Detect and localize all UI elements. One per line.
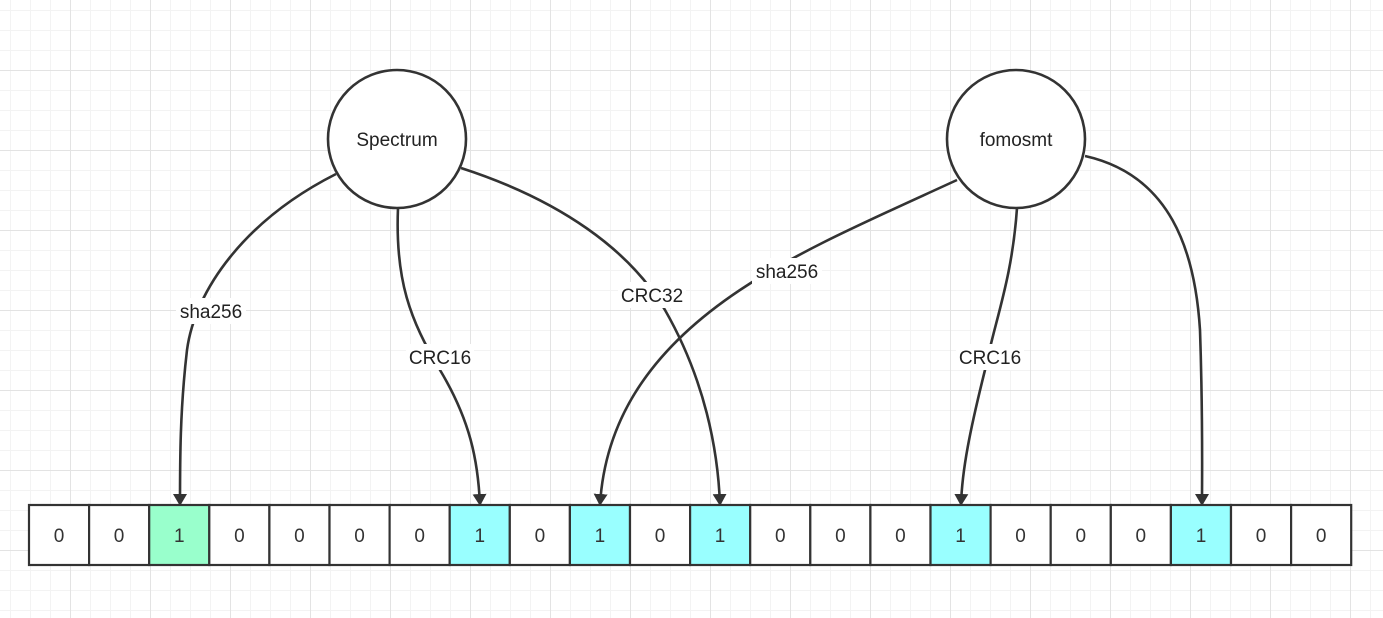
edge-label-fomosmt-crc16: CRC16: [956, 344, 1024, 370]
bit-cell-box: [809, 503, 872, 567]
bit-value: 0: [655, 526, 666, 547]
bit-cell: 0: [508, 503, 571, 567]
node-label: Spectrum: [356, 130, 437, 151]
edge-label-text: sha256: [756, 262, 818, 283]
bit-cell-box: [688, 503, 752, 567]
bit-cell: 1: [688, 503, 752, 567]
bit-value: 0: [414, 526, 425, 547]
bit-cell: 0: [869, 503, 932, 567]
bit-cell: 0: [208, 503, 271, 567]
edges-layer: [173, 154, 1210, 506]
edge-labels-layer: sha256 CRC16 CRC32 sha256 CRC16: [176, 258, 1024, 370]
edge-fomosmt-sha256: [593, 178, 958, 506]
edge-label-text: CRC16: [409, 348, 471, 369]
node-label: fomosmt: [980, 130, 1054, 151]
bit-cell: 1: [448, 503, 511, 567]
bit-cell-box: [989, 503, 1052, 567]
bit-cell-box: [1289, 503, 1353, 567]
bit-value: 0: [1256, 526, 1267, 547]
bit-cell: 0: [1229, 503, 1293, 567]
bit-cell-box: [448, 503, 511, 567]
bit-value: 0: [234, 526, 245, 547]
bit-value: 0: [1316, 526, 1327, 547]
edge-spectrum-crc32: [460, 166, 727, 506]
edge-label-text: CRC32: [621, 286, 683, 307]
edge-label-fomosmt-sha256: sha256: [752, 258, 822, 284]
bit-cell: 0: [1049, 503, 1112, 567]
bit-value: 1: [715, 526, 726, 547]
bit-cell: 0: [809, 503, 872, 567]
node-circle: [326, 68, 468, 210]
bit-value: 0: [535, 526, 546, 547]
node-circle: [945, 68, 1087, 210]
bit-cell: 0: [27, 503, 91, 567]
bit-value: 0: [835, 526, 846, 547]
bit-value: 0: [114, 526, 125, 547]
bit-cell-box: [628, 503, 692, 567]
bit-cell: 0: [749, 503, 812, 567]
bit-value: 0: [1136, 526, 1147, 547]
nodes-layer: Spectrum fomosmt: [326, 68, 1087, 210]
bit-cell: 1: [929, 503, 992, 567]
bit-value: 0: [775, 526, 786, 547]
bit-value: 0: [54, 526, 65, 547]
bit-array: 0 0 1 0 0 0 0 1 0 1 0 1 0 0 0 1 0 0 0 1 0 0: [27, 503, 1353, 567]
bit-cell-box: [1169, 503, 1233, 567]
bit-value: 0: [1015, 526, 1026, 547]
bit-cell-box: [929, 503, 992, 567]
edge-label-spectrum-crc16: CRC16: [406, 344, 474, 370]
bit-cell: 0: [268, 503, 331, 567]
node-fomosmt[interactable]: fomosmt: [945, 68, 1087, 210]
bit-value: 0: [294, 526, 305, 547]
bit-cell: 0: [1109, 503, 1173, 567]
bit-cell-box: [1049, 503, 1112, 567]
node-spectrum[interactable]: Spectrum: [326, 68, 468, 210]
edge-label-text: CRC16: [959, 348, 1021, 369]
bit-cell-box: [568, 503, 632, 567]
bit-cell: 1: [568, 503, 632, 567]
bit-cell: 0: [989, 503, 1052, 567]
bit-value: 1: [174, 526, 185, 547]
bit-cell-box: [328, 503, 391, 567]
bit-value: 1: [955, 526, 966, 547]
bit-cell-box: [1229, 503, 1293, 567]
edge-label-spectrum-sha256: sha256: [176, 298, 246, 324]
bit-cell-box: [87, 503, 151, 567]
bit-value: 1: [1196, 526, 1207, 547]
bit-value: 1: [595, 526, 606, 547]
bit-cell: 1: [1169, 503, 1233, 567]
bit-value: 1: [475, 526, 486, 547]
edge-label-text: sha256: [180, 302, 242, 323]
edge-label-spectrum-crc32: CRC32: [618, 282, 686, 308]
bit-cell: 0: [328, 503, 391, 567]
bit-cell: 0: [388, 503, 451, 567]
bit-cell-box: [148, 503, 211, 567]
bit-value: 0: [1076, 526, 1087, 547]
edge-fomosmt-unlabeled: [1084, 154, 1210, 506]
bit-cell: 0: [87, 503, 151, 567]
bit-cell: 0: [1289, 503, 1353, 567]
bit-cell: 1: [148, 503, 211, 567]
bit-cell-box: [508, 503, 571, 567]
bit-cell: 0: [628, 503, 692, 567]
edge-spectrum-sha256: [173, 172, 337, 506]
bit-value: 0: [895, 526, 906, 547]
bit-cell-box: [27, 503, 91, 567]
bit-value: 0: [354, 526, 365, 547]
bit-cell-box: [1109, 503, 1173, 567]
bit-cell-box: [749, 503, 812, 567]
bit-cell-box: [208, 503, 271, 567]
